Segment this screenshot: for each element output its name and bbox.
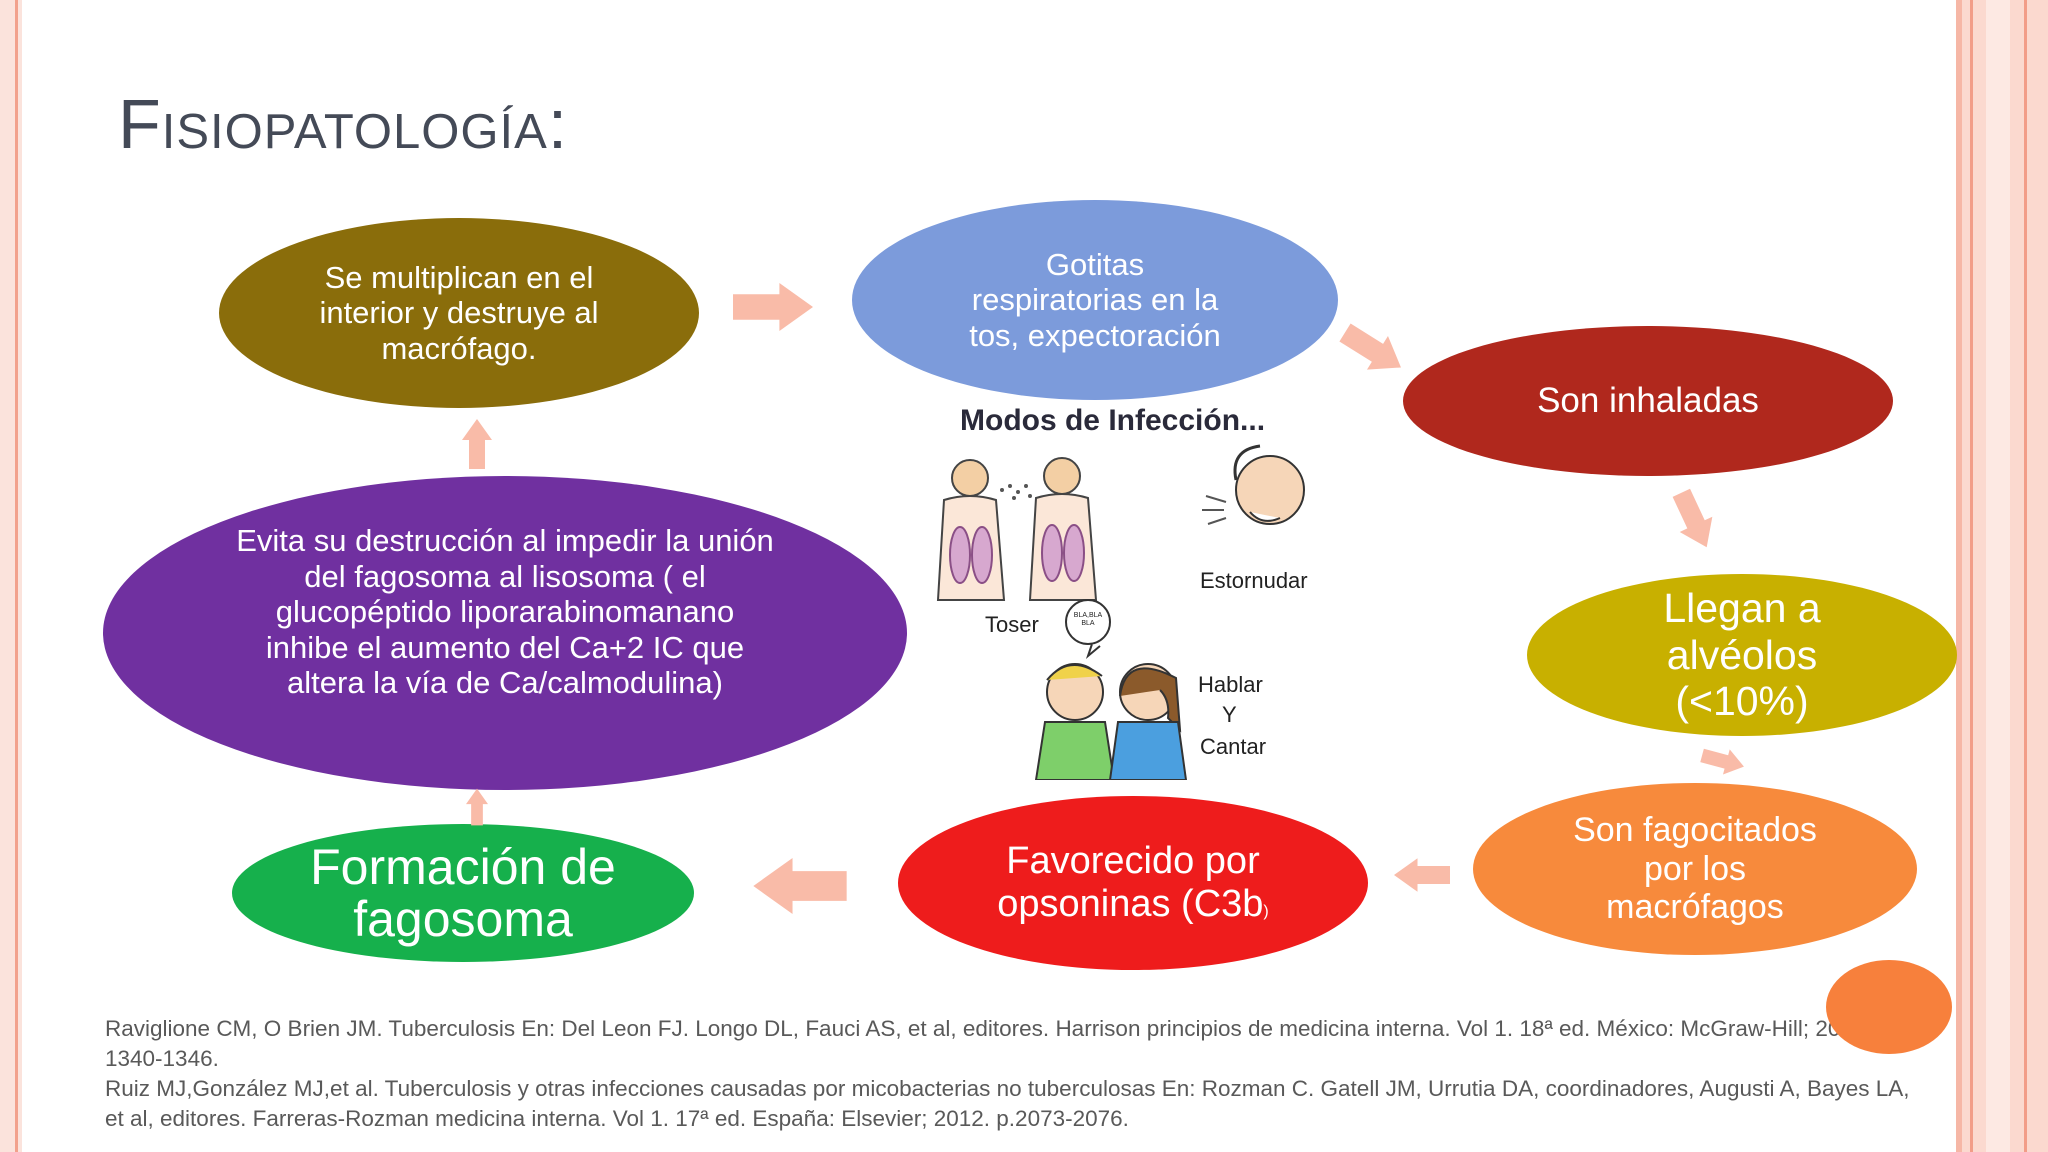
arrow-fagocitados-to-opsoninas [1394, 846, 1450, 904]
reference-2: Ruiz MJ,González MJ,et al. Tuberculosis … [105, 1076, 1910, 1131]
reference-1: Raviglione CM, O Brien JM. Tuberculosis … [105, 1016, 1897, 1071]
sneezing-man-figure [1202, 444, 1305, 525]
label-y: Y [1222, 702, 1237, 727]
right-border-decoration [1956, 0, 2048, 1152]
node-opsoninas: Favorecido por opsoninas (C3b) [898, 796, 1368, 970]
label-hablar: Hablar [1198, 672, 1263, 697]
arrow-evita-to-multiplican [453, 419, 501, 469]
speech-bubble-text: BLA,BLA BLA [1073, 612, 1103, 627]
references: Raviglione CM, O Brien JM. Tuberculosis … [105, 1014, 1930, 1134]
arrow-gotitas-to-inhaladas [1332, 312, 1413, 388]
arrow-opsoninas-to-fagosoma [746, 858, 854, 914]
node-multiplican: Se multiplican en el interior y destruye… [219, 218, 699, 408]
label-estornudar: Estornudar [1200, 568, 1308, 593]
node-inhaladas-text: Son inhaladas [1537, 381, 1759, 421]
label-toser: Toser [985, 612, 1039, 637]
node-alveolos: Llegan a alvéolos (<10%) [1527, 574, 1957, 736]
left-border-decoration [0, 0, 22, 1152]
node-fagosoma: Formación de fagosoma [232, 824, 694, 962]
coughing-people-figure [936, 457, 1098, 601]
talking-people-figure [1034, 599, 1188, 780]
node-fagocitados-text: Son fagocitados por los macrófagos [1573, 810, 1817, 927]
node-opsoninas-text: Favorecido por opsoninas (C3b) [958, 840, 1308, 927]
arrow-fagosoma-to-evita [466, 782, 488, 832]
arrow-alveolos-to-fagocitados [1697, 742, 1748, 779]
arrow-multiplican-to-gotitas [733, 278, 813, 336]
decorative-orange-circle [1826, 960, 1952, 1054]
node-multiplican-text: Se multiplican en el interior y destruye… [319, 260, 599, 366]
node-evita: Evita su destrucción al impedir la unión… [103, 476, 907, 790]
node-alveolos-text: Llegan a alvéolos (<10%) [1663, 584, 1821, 725]
illustration-title: Modos de Infección... [960, 404, 1266, 437]
label-cantar: Cantar [1200, 734, 1267, 759]
node-evita-text: Evita su destrucción al impedir la unión… [236, 522, 774, 701]
node-inhaladas: Son inhaladas [1403, 326, 1893, 476]
slide-title: Fisiopatología: [118, 85, 569, 163]
node-gotitas-text: Gotitas respiratorias en la tos, expecto… [969, 247, 1221, 353]
arrow-inhaladas-to-alveolos [1661, 484, 1726, 557]
node-fagosoma-text: Formación de fagosoma [310, 838, 616, 947]
infection-modes-illustration: Modos de Infección... Toser Estornudar H… [930, 400, 1330, 780]
illustration-drawing [936, 444, 1305, 780]
node-opsoninas-main: Favorecido por opsoninas (C3b [997, 839, 1264, 925]
node-opsoninas-paren: ) [1263, 903, 1269, 920]
node-fagocitados: Son fagocitados por los macrófagos [1473, 783, 1917, 955]
node-gotitas: Gotitas respiratorias en la tos, expecto… [852, 200, 1338, 400]
